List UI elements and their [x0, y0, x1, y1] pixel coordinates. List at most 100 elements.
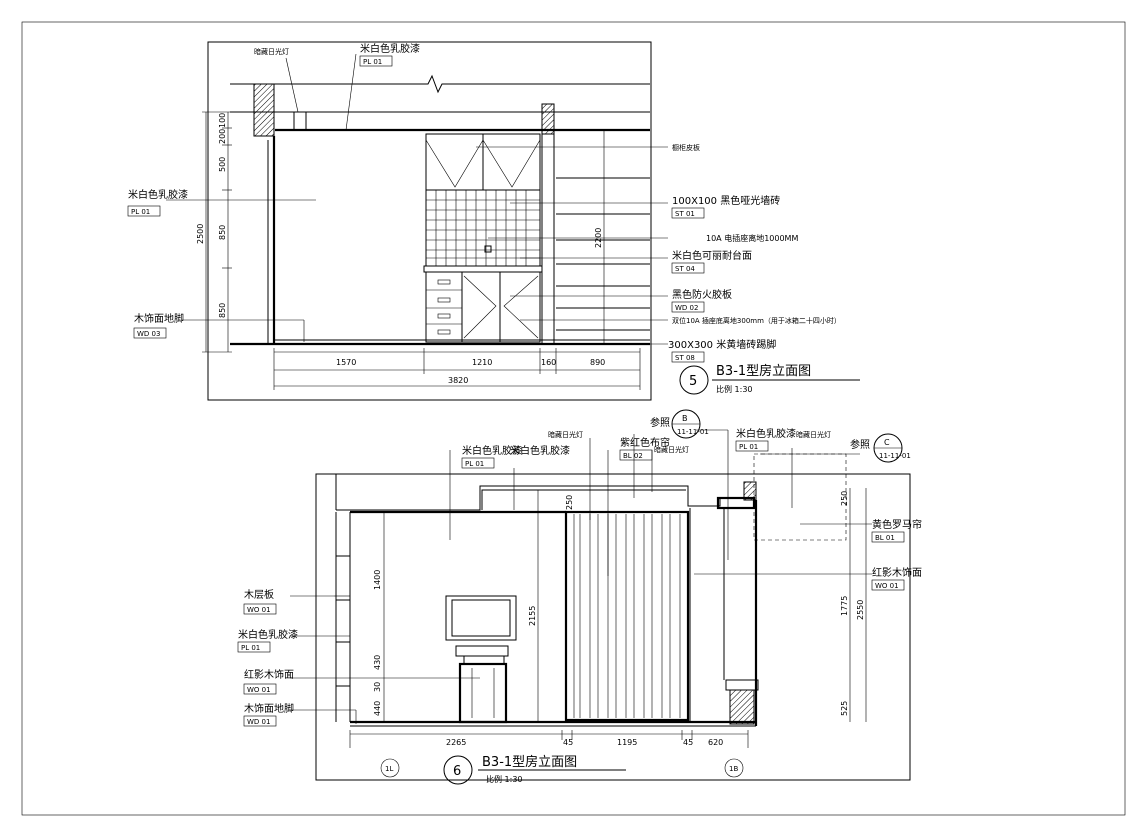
dim-v-430: 430: [373, 655, 382, 670]
dim-v-30: 30: [373, 682, 382, 692]
red-wood-label: 红影木饰面: [872, 566, 922, 579]
counter-top: [423, 265, 543, 273]
ref-c-letter: C: [884, 438, 890, 447]
ref-b-label: 参照: [650, 416, 670, 429]
latex-left-label-6: 米白色乳胶漆: [238, 628, 298, 641]
dim-2265: 2265: [446, 738, 466, 747]
tile-grid: [425, 189, 541, 267]
elev5-labels: 暗藏日光灯 米白色乳胶漆 PL 01 米白色乳胶漆 PL 01 木饰面地脚 WD…: [127, 42, 841, 394]
curtain-window: [564, 510, 690, 722]
dim-v-2155: 2155: [528, 606, 537, 626]
latex-left-code-6: PL 01: [241, 644, 260, 652]
elev5-left-wall-section: [253, 83, 275, 137]
dim-v-2500: 2500: [196, 224, 205, 244]
dim-v-1400: 1400: [373, 570, 382, 590]
tv-cabinet: [458, 662, 508, 724]
dim-v-440: 440: [373, 701, 382, 716]
dim-160: 160: [541, 358, 556, 367]
ref-c-label: 参照: [850, 438, 870, 451]
elev5-break-line: [230, 74, 650, 94]
curtain-label: 紫红色布帘: [620, 436, 670, 449]
dim-v-2200: 2200: [594, 228, 603, 248]
elev5-title: B3-1型房立面图: [716, 363, 811, 379]
fireproof-code: WD 02: [675, 304, 698, 312]
dim-620: 620: [708, 738, 723, 747]
right-shelving: [556, 177, 650, 331]
dim-1570: 1570: [336, 358, 356, 367]
elev5-number-circle: [679, 365, 709, 395]
dim-v-850a: 850: [218, 225, 227, 240]
wood-skirt-label: 木饰面地脚: [134, 312, 184, 325]
red-wood-left-label: 红影木饰面: [244, 668, 294, 681]
grid-bubble-right: [724, 758, 744, 778]
wood-shelf-label: 木层板: [244, 588, 274, 601]
hidden-light-label: 暗藏日光灯: [254, 47, 289, 56]
hidden-light-label-3: 暗藏日光灯: [796, 430, 831, 439]
latex-top-code: PL 01: [363, 58, 382, 66]
dim-v-500: 500: [218, 157, 227, 172]
tv: [445, 595, 517, 641]
tile-label: 100X100 黑色哑光墙砖: [672, 194, 780, 207]
skirting-code: ST 08: [675, 354, 695, 362]
latex-top-label: 米白色乳胶漆: [360, 42, 420, 55]
elevation-6: [290, 409, 911, 785]
grid-left-label: 1L: [385, 765, 393, 773]
latex3-label: 米白色乳胶漆: [736, 427, 796, 440]
elev5-scale: 比例 1:30: [716, 384, 753, 394]
lower-cabinet: [425, 271, 541, 343]
elevation-5: [166, 41, 860, 401]
dim-v-200: 200: [218, 129, 227, 144]
roman-blind-label: 黄色罗马帘: [872, 518, 922, 531]
hidden-light-label-6: 暗藏日光灯: [548, 430, 583, 439]
grid-bubble-left: [380, 758, 400, 778]
tile-code: ST 01: [675, 210, 695, 218]
red-wood-left-code: WO 01: [247, 686, 271, 694]
elev6-number-circle: [443, 755, 473, 785]
cabinet-skin-label: 橱柜皮板: [672, 143, 700, 152]
dim-v-850b: 850: [218, 303, 227, 318]
elev6-labels: 暗藏日光灯 米白色乳胶漆 PL 01 米白色乳胶漆 参照 B 11-11-01 …: [237, 414, 922, 784]
wood-skirt-code: WD 03: [137, 330, 160, 338]
latex-left-label: 米白色乳胶漆: [128, 188, 188, 201]
sheet-border: [21, 21, 1126, 816]
latex3-code: PL 01: [739, 443, 758, 451]
roman-blind-code: BL 01: [875, 534, 895, 542]
dim-890: 890: [590, 358, 605, 367]
ref-b-sheet: 11-11-01: [677, 428, 709, 436]
wood-skirt-label-6: 木饰面地脚: [244, 702, 294, 715]
dim-v-250b: 250: [840, 491, 849, 506]
dim-45b: 45: [683, 738, 693, 747]
socket2-label: 双位10A 插座底离地300mm（用于冰箱二十四小时）: [672, 316, 841, 325]
counter-code: ST 04: [675, 265, 695, 273]
latex2-label: 米白色乳胶漆: [510, 444, 570, 457]
fireproof-label: 黑色防火胶板: [672, 288, 732, 301]
ref-c-sheet: 11-11-01: [879, 452, 911, 460]
elev6-number: 6: [453, 764, 461, 779]
elev5-frame: [207, 41, 652, 401]
elev6-title: B3-1型房立面图: [482, 754, 577, 770]
curtain-folds: [573, 514, 681, 718]
dim-45a: 45: [563, 738, 573, 747]
roman-blind: [753, 453, 847, 541]
latex1-code: PL 01: [465, 460, 484, 468]
dim-3820: 3820: [448, 376, 468, 385]
ref-b-letter: B: [682, 414, 688, 423]
elev6-frame: [315, 473, 911, 781]
elev6-scale: 比例 1:30: [486, 774, 523, 784]
dim-1195: 1195: [617, 738, 637, 747]
dim-v-1775: 1775: [840, 596, 849, 616]
dim-1210: 1210: [472, 358, 492, 367]
curtain-code: BL 02: [623, 452, 643, 460]
counter-label: 米白色可丽耐台面: [672, 249, 752, 262]
dim-v-100: 100: [218, 113, 227, 128]
latex-left-code: PL 01: [131, 208, 150, 216]
elev5-number: 5: [689, 374, 697, 389]
wood-skirt-code-6: WD 01: [247, 718, 270, 726]
latex1-label: 米白色乳胶漆: [462, 444, 522, 457]
hidden-light-label-2: 暗藏日光灯: [654, 445, 689, 454]
skirting-label: 300X300 米黄墙砖踢脚: [668, 338, 776, 351]
wood-shelf-code: WO 01: [247, 606, 271, 614]
socket-label: 10A 电插座离地1000MM: [706, 233, 798, 243]
dim-v-525: 525: [840, 701, 849, 716]
